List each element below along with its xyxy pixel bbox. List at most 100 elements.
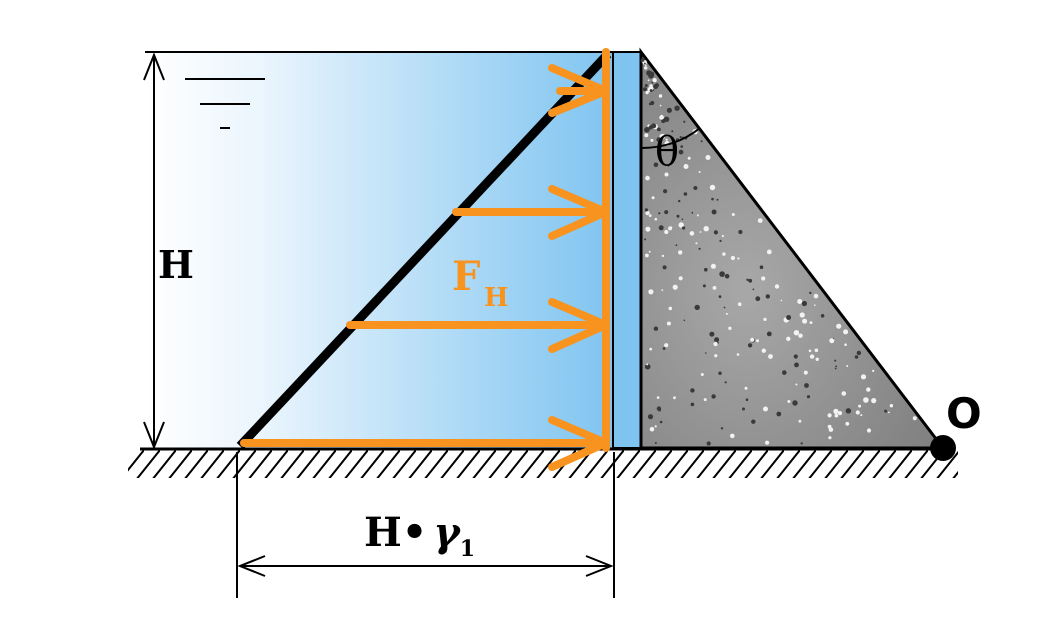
dam-speckle <box>713 230 719 235</box>
dam-speckle <box>667 164 670 167</box>
dam-speckle <box>700 373 704 376</box>
dam-speckle <box>766 331 772 337</box>
dam-speckle <box>872 369 875 372</box>
dam-speckle <box>645 253 649 258</box>
dam-speckle <box>800 442 803 445</box>
dam-speckle <box>666 107 673 113</box>
dam-speckle <box>827 413 832 418</box>
dam-speckle <box>843 329 849 335</box>
dam-speckle <box>714 337 720 343</box>
dam-speckle <box>738 229 743 235</box>
dam-speckle <box>737 257 740 260</box>
dam-speckle <box>806 395 811 399</box>
dam-speckle <box>649 347 653 351</box>
dam-body <box>639 47 947 450</box>
dam-speckle <box>765 294 770 299</box>
dam-speckle <box>678 250 683 255</box>
dam-speckle <box>833 408 839 414</box>
dam-speckle <box>854 355 859 359</box>
dam-speckle <box>803 370 808 375</box>
dam-speckle <box>659 104 662 107</box>
dam-speckle <box>763 317 767 321</box>
dam-speckle <box>644 363 651 370</box>
dam-speckle <box>809 354 815 359</box>
dam-speckle <box>813 293 819 299</box>
dam-speckle <box>683 319 686 322</box>
dam-speckle <box>828 427 834 432</box>
dam-speckle <box>774 284 780 289</box>
base-dimension <box>236 452 615 598</box>
dam-speckle <box>702 284 706 288</box>
dam-speckle <box>644 133 649 138</box>
pressure-arrow-4 <box>240 416 610 471</box>
water-strip <box>612 51 642 449</box>
dam-speckle <box>834 367 837 370</box>
pressure-arrows <box>240 48 610 471</box>
dam-speckle <box>693 186 698 190</box>
dam-speckle <box>719 239 722 242</box>
dam-speckle <box>888 411 890 414</box>
dam-speckle <box>662 347 666 350</box>
dam-speckle <box>703 398 707 402</box>
dam-speckle <box>765 440 770 445</box>
dam-speckle <box>658 94 663 98</box>
dam-speckle <box>761 348 766 353</box>
dam-speckle <box>835 365 838 368</box>
dam-speckle <box>651 81 654 84</box>
angle-label: θ <box>655 129 679 175</box>
dam-speckle <box>747 343 753 348</box>
dam-speckle <box>664 210 669 215</box>
height-label: H <box>158 242 194 287</box>
pivot-label: O <box>946 389 982 438</box>
dam-speckle <box>644 238 647 241</box>
pressure-hypotenuse <box>236 50 612 450</box>
dam-speckle <box>755 296 761 302</box>
dam-speckle <box>759 265 764 270</box>
dam-speckle <box>666 321 671 326</box>
dam-speckles <box>640 58 917 446</box>
dam-speckle <box>644 66 648 70</box>
dam-speckle <box>674 105 680 111</box>
dam-speckle <box>713 341 718 347</box>
dam-speckle <box>678 149 684 155</box>
dam-speckle <box>841 391 847 396</box>
dam-speckle <box>645 64 647 67</box>
dam-speckle <box>808 349 812 353</box>
dam-speckle <box>653 162 659 168</box>
dam-speckle <box>815 357 819 361</box>
dam-speckle <box>660 161 663 164</box>
dam-speckle <box>763 406 768 412</box>
dam-speckle <box>845 421 850 426</box>
dam-speckle <box>798 419 802 423</box>
water-body <box>145 52 613 448</box>
pressure-arrow-2 <box>452 185 610 240</box>
dam-speckle <box>689 231 695 236</box>
height-dimension <box>143 52 165 450</box>
dam-speckle <box>675 244 678 247</box>
dam-speckle <box>664 229 669 235</box>
dam-speckle <box>912 416 917 421</box>
dam-speckle <box>828 436 832 440</box>
dam-speckle <box>798 333 803 338</box>
dam-speckle <box>664 172 669 177</box>
dam-speckle <box>656 406 662 411</box>
dam-speckle <box>706 441 711 446</box>
dam-speckle <box>757 218 763 224</box>
dam-speckle <box>834 359 837 362</box>
dam-speckle <box>722 252 726 256</box>
dam-speckle <box>683 164 689 169</box>
water-level-symbol-icon <box>185 78 265 129</box>
dam-speckle <box>766 249 772 255</box>
dam-speckle <box>742 407 745 411</box>
dam-speckle <box>705 155 711 160</box>
dam-speckle <box>644 208 649 212</box>
dam-speckle <box>651 123 657 129</box>
dam-speckle <box>799 312 805 318</box>
dam-speckle <box>695 242 698 245</box>
dam-speckle <box>787 400 791 403</box>
dam-speckle <box>804 383 809 388</box>
dam-speckle <box>696 214 699 217</box>
dam-speckle <box>710 263 716 269</box>
dam-speckle <box>871 398 877 404</box>
dam-speckle <box>652 78 657 83</box>
